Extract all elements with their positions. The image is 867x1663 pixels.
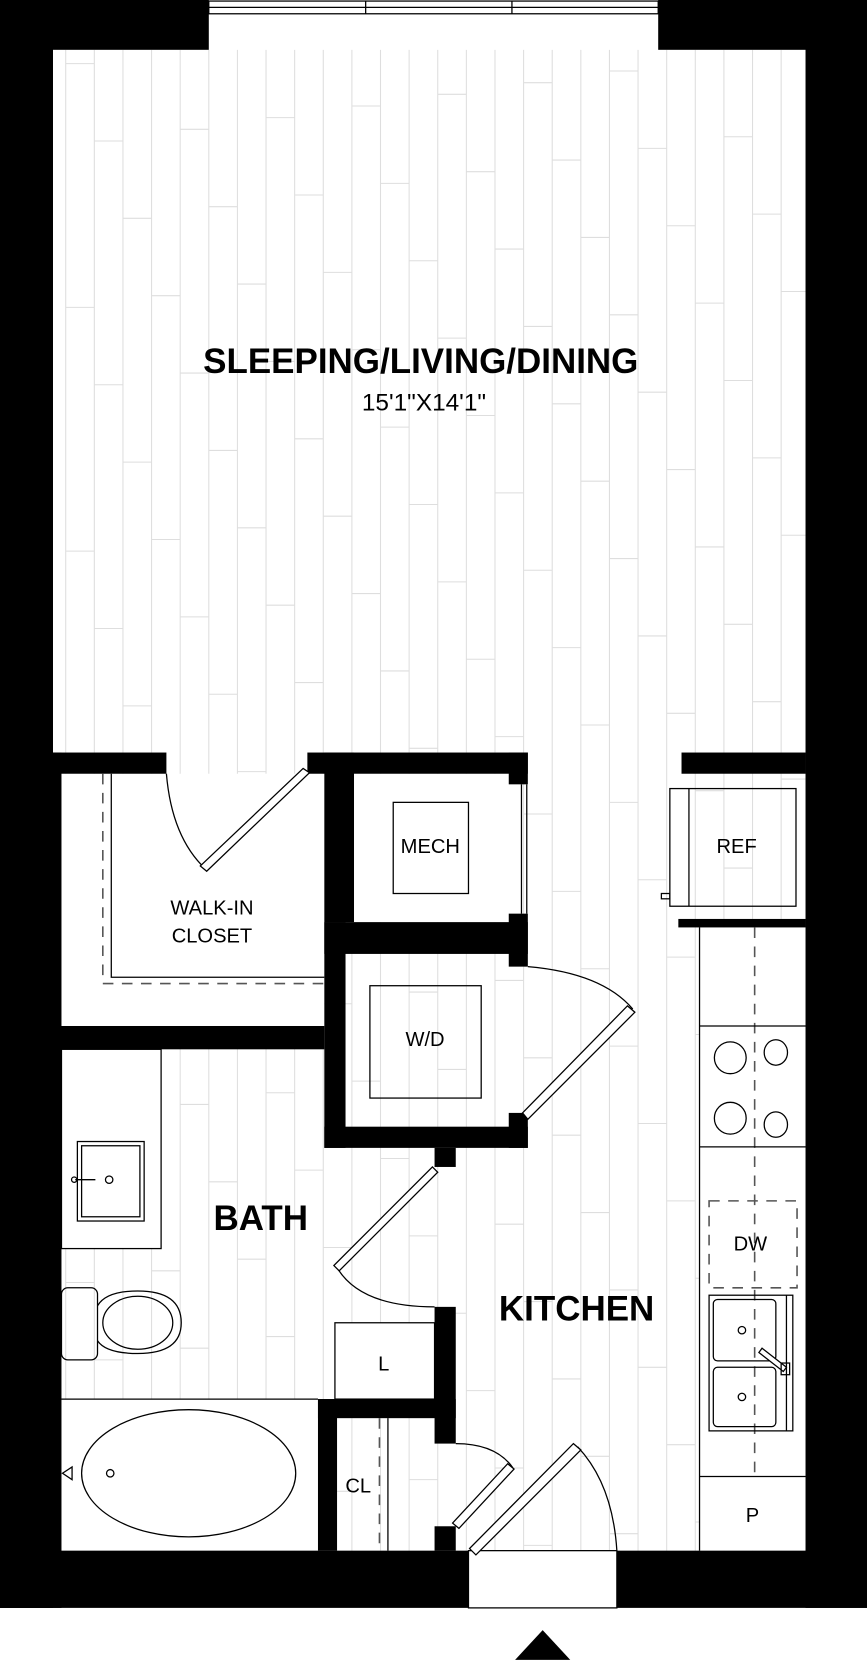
closet-door[interactable] — [199, 767, 311, 873]
mech-label: MECH — [401, 836, 460, 858]
north-arrow-icon — [515, 1630, 571, 1660]
bathtub-icon — [61, 1409, 297, 1538]
cl-door[interactable] — [451, 1462, 515, 1530]
window — [208, 0, 659, 15]
refrigerator-icon: REF — [660, 787, 797, 907]
coat-closet: CL — [345, 1418, 515, 1551]
closet-label-1: WALK-IN — [170, 898, 253, 920]
bath-label: BATH — [213, 1199, 308, 1238]
living-label: SLEEPING/LIVING/DINING — [203, 342, 638, 381]
cl-label: CL — [345, 1475, 371, 1497]
walls — [0, 0, 867, 1608]
pantry-label: P — [746, 1505, 759, 1527]
dishwasher — [708, 1200, 798, 1289]
cooktop-icon — [713, 1039, 789, 1138]
wd-door[interactable] — [521, 1004, 636, 1121]
living-dimensions: 15'1"X14'1" — [362, 389, 486, 416]
walk-in-closet: WALK-IN CLOSET — [102, 767, 325, 985]
mech-room: MECH — [392, 784, 528, 914]
toilet-icon — [60, 1287, 182, 1361]
entrance-threshold — [467, 1550, 618, 1609]
kitchen-label: KITCHEN — [499, 1289, 654, 1328]
kitchen-counter: DW P — [698, 927, 806, 1551]
wd-label: W/D — [405, 1029, 444, 1051]
bath-door[interactable] — [332, 1166, 439, 1272]
dw-label: DW — [734, 1234, 768, 1256]
entry-door[interactable] — [468, 1442, 618, 1556]
ref-label: REF — [717, 836, 757, 858]
surfaces — [61, 773, 806, 1551]
closet-label-2: CLOSET — [172, 925, 253, 947]
linen-label: L — [378, 1353, 389, 1375]
washer-dryer: W/D — [369, 966, 636, 1121]
kitchen-sink-icon — [708, 1294, 794, 1432]
sink-icon — [70, 1140, 145, 1222]
bathroom: L BATH — [60, 1048, 439, 1538]
